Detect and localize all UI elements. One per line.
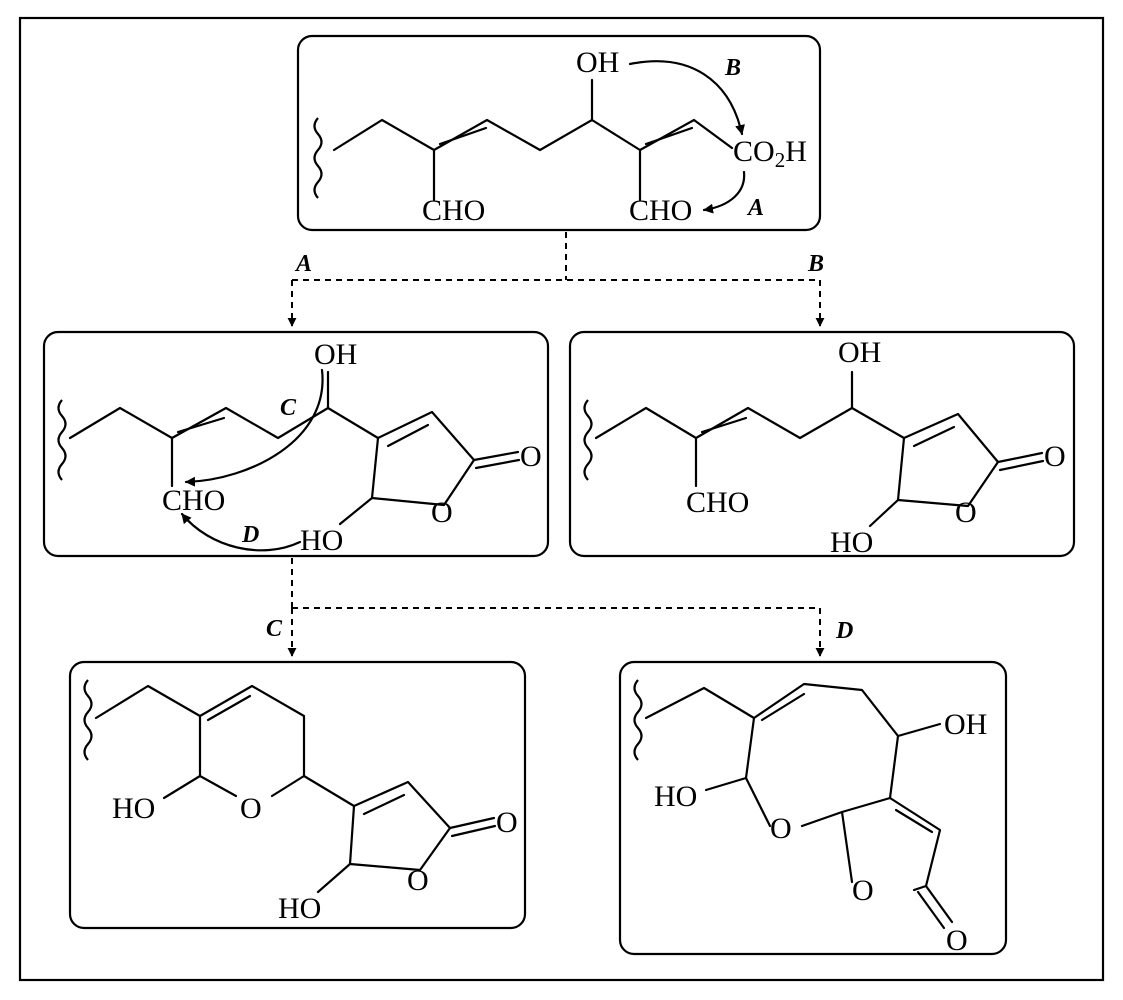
- intermediate-a: OH CHO O O HO C D: [42, 330, 550, 558]
- label-c-mech: C: [280, 395, 297, 421]
- panel-bottom-left: [68, 660, 527, 930]
- label-oh: OH: [576, 46, 619, 79]
- wavy-bond-icon: [83, 679, 93, 761]
- label-a-branch: A: [294, 251, 312, 277]
- main-chain: [332, 118, 734, 152]
- panel-top: [296, 34, 822, 232]
- oxocane-ring: [744, 682, 900, 828]
- label-ho: HO: [300, 524, 343, 557]
- label-b-top: B: [724, 55, 741, 81]
- label-o-carbonyl: O: [496, 806, 518, 839]
- furanone-ring: [370, 410, 476, 507]
- label-ho: HO: [654, 780, 697, 813]
- label-c-branch: C: [266, 616, 283, 642]
- furanone-ring: [896, 412, 1000, 508]
- label-cho: CHO: [162, 484, 225, 517]
- branch-1: A B: [287, 232, 825, 327]
- arrow-d-mechanism: [180, 512, 302, 552]
- chain-a: [68, 406, 380, 440]
- product-d: O HO OH O O: [618, 660, 1008, 957]
- label-o-ring: O: [407, 864, 429, 897]
- arrow-b-mechanism: [628, 60, 745, 136]
- furanone-ring: [840, 796, 942, 888]
- wavy-bond-icon: [633, 679, 643, 761]
- outer-frame: [18, 16, 1105, 982]
- pyran-ring: [198, 684, 306, 798]
- panel-mid-left: [42, 330, 550, 558]
- label-oh: OH: [944, 708, 987, 741]
- label-d-mech: D: [241, 522, 259, 548]
- intermediate-b: OH CHO O O HO: [568, 330, 1076, 559]
- chain-b: [594, 406, 906, 440]
- label-o-oxocane: O: [770, 812, 792, 845]
- label-o-pyran: O: [240, 792, 262, 825]
- label-cho-1: CHO: [422, 194, 485, 227]
- arrow-a-mechanism: [702, 170, 746, 214]
- label-a-top: A: [746, 195, 764, 221]
- label-d-branch: D: [835, 618, 853, 644]
- label-b-branch: B: [807, 251, 824, 277]
- panel-mid-right: [568, 330, 1076, 558]
- furanone-ring: [348, 780, 452, 872]
- starting-compound: OH CO2H CHO CHO B A: [296, 34, 822, 232]
- wavy-bond-icon: [313, 117, 323, 199]
- wavy-bond-icon: [57, 399, 67, 481]
- label-ho-1: HO: [112, 792, 155, 825]
- chain-c: [94, 684, 202, 720]
- product-c: O HO O O HO: [68, 660, 527, 930]
- label-cho: CHO: [686, 486, 749, 519]
- label-o-carbonyl: O: [1044, 440, 1066, 473]
- panel-bottom-right: [618, 660, 1008, 956]
- label-oh: OH: [314, 338, 357, 371]
- label-cho-2: CHO: [629, 194, 692, 227]
- label-o-carbonyl: O: [520, 440, 542, 473]
- label-o-ring: O: [852, 874, 874, 907]
- chain-d: [644, 686, 756, 720]
- label-o-carbonyl: O: [946, 924, 968, 957]
- arrow-c-mechanism: [184, 368, 324, 487]
- label-oh: OH: [838, 336, 881, 369]
- label-o-ring: O: [955, 496, 977, 529]
- wavy-bond-icon: [583, 399, 593, 481]
- label-ho: HO: [830, 526, 873, 559]
- label-ho-2: HO: [278, 892, 321, 925]
- branch-2: C D: [266, 558, 853, 657]
- label-o-ring: O: [431, 496, 453, 529]
- label-co2h: CO2H: [733, 135, 807, 172]
